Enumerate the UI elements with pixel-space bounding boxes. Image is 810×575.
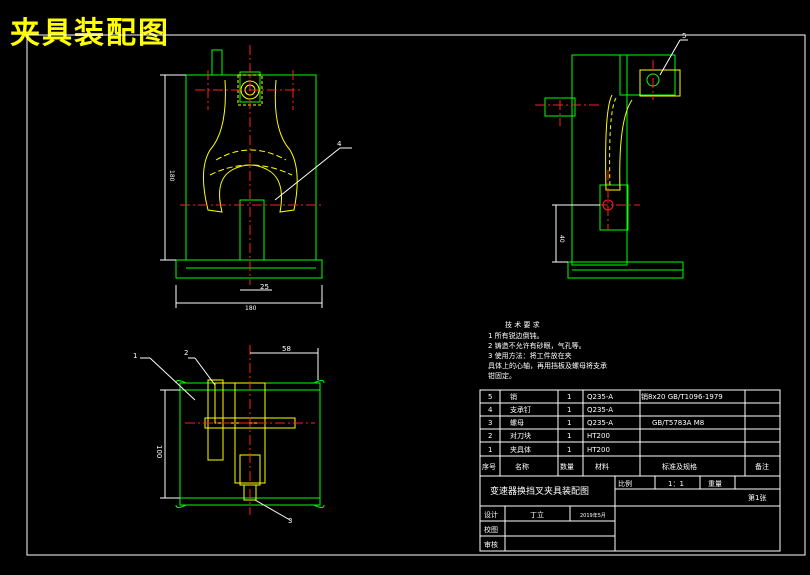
side-dimensions — [552, 39, 688, 263]
table-header: 备注 — [755, 462, 769, 471]
plan-dim-top: 58 — [282, 345, 291, 353]
design-date: 2019年5月 — [580, 512, 606, 519]
table-header: 标准及规格 — [662, 462, 697, 471]
front-centerlines — [180, 45, 322, 285]
table-cell: 1 — [567, 419, 571, 427]
design-label: 设计 — [484, 510, 498, 519]
callout-1: 1 — [133, 352, 137, 360]
drawing-title: 夹具装配图 — [10, 16, 170, 51]
table-cell: 3 — [488, 419, 492, 427]
table-cell: Q235-A — [587, 393, 613, 401]
table-cell: 1 — [567, 432, 571, 440]
notes-line: 3 使用方法：将工件放在夹 — [488, 351, 572, 360]
table-header: 名称 — [515, 462, 529, 471]
table-cell: 对刀块 — [510, 431, 531, 440]
table-cell: HT200 — [587, 446, 610, 454]
scale-value: 1：1 — [668, 480, 684, 488]
table-header: 材料 — [595, 462, 609, 471]
parts-rows: 5 销 1 Q235-A 销8x20 GB/T1096-1979 4 支承钉 1… — [482, 392, 769, 471]
table-cell: Q235-A — [587, 406, 613, 414]
review-label: 审核 — [484, 540, 498, 549]
table-cell: 螺母 — [510, 418, 524, 427]
table-cell: 1 — [488, 446, 492, 454]
weight-label: 重量 — [708, 480, 722, 488]
table-cell: 1 — [567, 446, 571, 454]
table-cell: 5 — [488, 393, 492, 401]
table-cell: 销8x20 GB/T1096-1979 — [641, 392, 723, 401]
table-header: 序号 — [482, 462, 496, 471]
side-view — [544, 54, 684, 279]
front-dim-small: 25 — [260, 283, 269, 291]
table-cell: 2 — [488, 432, 492, 440]
table-cell: GB/T5783A M8 — [652, 419, 704, 427]
drawing-name: 变速器换挡叉夹具装配图 — [490, 485, 589, 497]
drawing-border — [26, 34, 806, 556]
designer: 丁立 — [530, 510, 544, 519]
title-block: 变速器换挡叉夹具装配图 比例 1：1 重量 第1张 设计 丁立 2019年5月 … — [484, 479, 766, 549]
notes-line: 2 铸造不允许有砂眼，气孔等。 — [488, 341, 586, 350]
check-label: 校图 — [484, 525, 498, 534]
table-cell: 1 — [567, 406, 571, 414]
table-header: 数量 — [560, 462, 574, 471]
table-cell: 销 — [510, 392, 517, 401]
front-dim-height: 180 — [168, 170, 175, 182]
scale-label: 比例 — [618, 479, 632, 488]
technical-notes: 技 术 要 求 1 所有锐边倒钝。 2 铸造不允许有砂眼，气孔等。 3 使用方法… — [488, 320, 607, 380]
table-cell: 夹具体 — [510, 445, 531, 454]
side-dim: 40 — [558, 235, 565, 243]
callout-2: 2 — [184, 349, 188, 357]
table-cell: HT200 — [587, 432, 610, 440]
table-cell: Q235-A — [587, 419, 613, 427]
notes-line: 钳固定。 — [488, 371, 516, 380]
front-dimensions — [160, 74, 352, 308]
table-cell: 4 — [488, 406, 493, 414]
callout-3: 3 — [288, 517, 292, 525]
callout-5: 5 — [682, 32, 686, 40]
notes-line: 1 所有锐边倒钝。 — [488, 331, 544, 340]
parts-table — [479, 389, 781, 552]
table-cell: 1 — [567, 393, 571, 401]
sheet-number: 第1张 — [748, 493, 766, 502]
front-dim-width: 180 — [245, 305, 257, 312]
plan-dimensions — [140, 348, 319, 521]
plan-dim-left: 100 — [155, 445, 163, 458]
notes-line: 具体上的心轴，再用挡板及螺母将支承 — [488, 361, 607, 370]
callout-4: 4 — [337, 140, 342, 148]
plan-centerlines — [185, 345, 315, 515]
notes-heading: 技 术 要 求 — [505, 320, 540, 329]
table-cell: 支承钉 — [510, 405, 531, 414]
front-view — [175, 49, 323, 279]
